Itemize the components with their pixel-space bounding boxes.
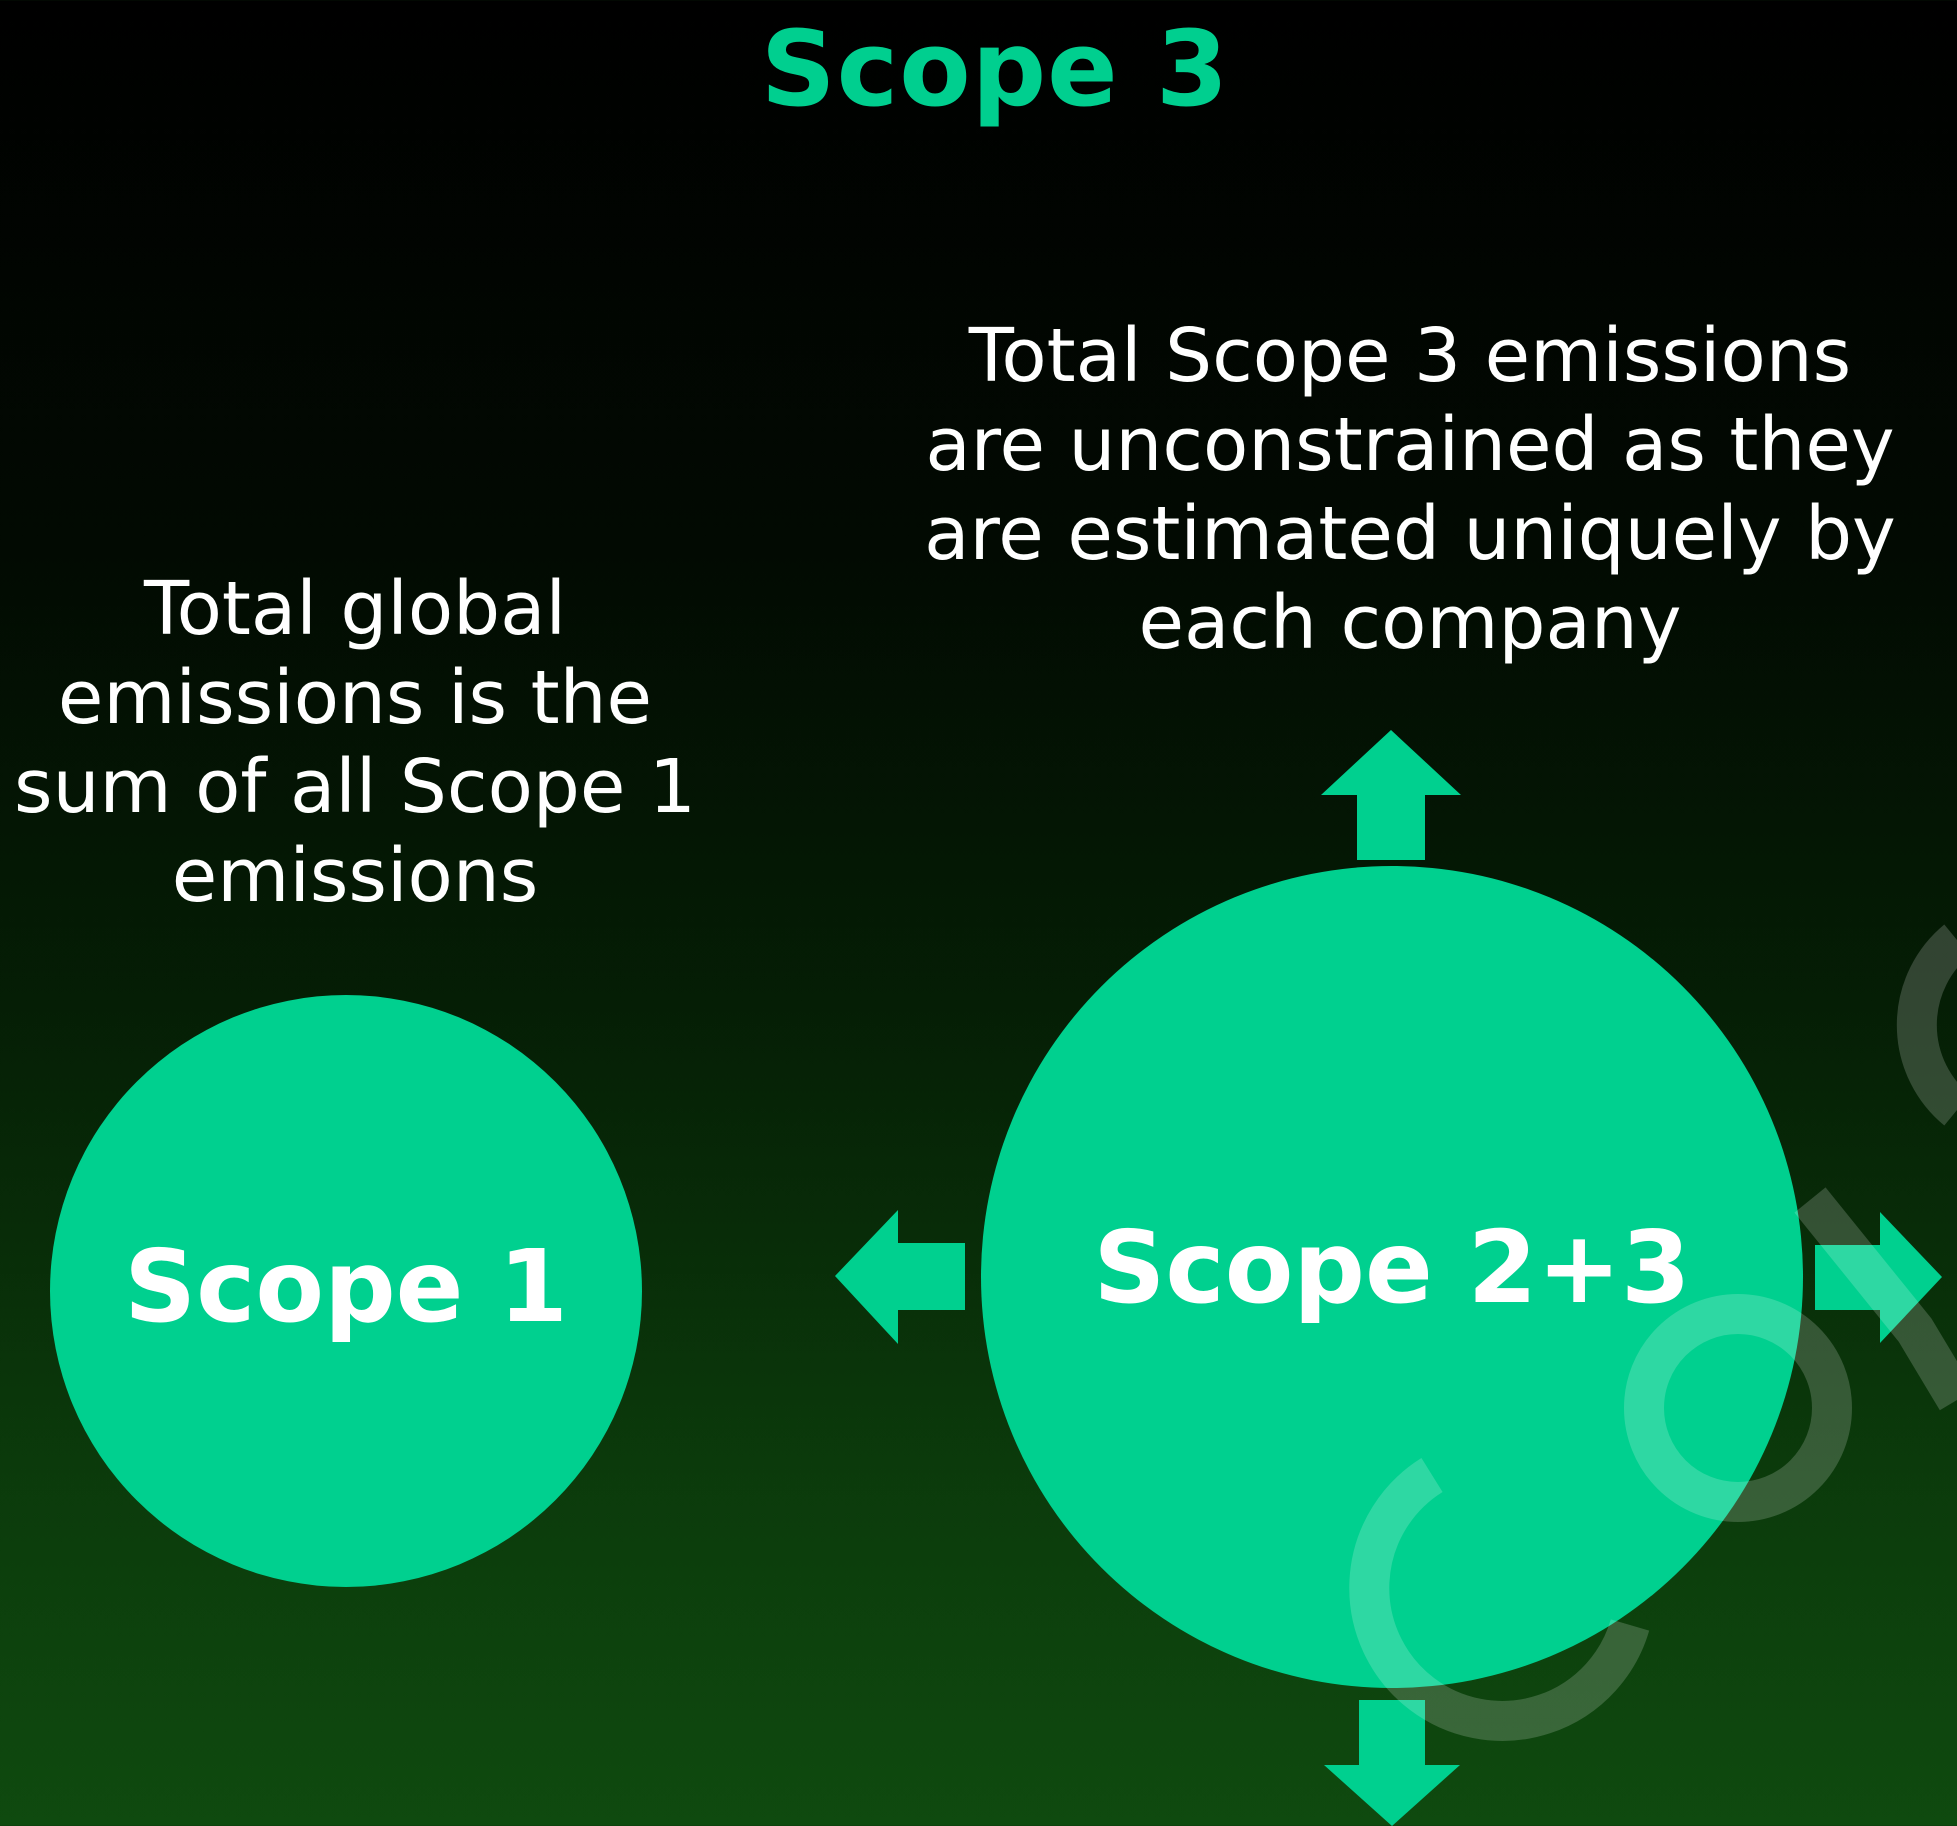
scope23-label: Scope 2+3 [1093, 1208, 1691, 1326]
scope23-circle: Scope 2+3 [981, 866, 1803, 1688]
scope1-caption: Total global emissions is the sum of all… [14, 566, 696, 919]
scope1-label: Scope 1 [124, 1227, 568, 1345]
arrow-down-icon [1324, 1700, 1460, 1826]
arrow-up-icon [1321, 730, 1461, 860]
arrow-left-icon [835, 1210, 965, 1344]
scope3-caption: Total Scope 3 emissions are unconstraine… [924, 313, 1896, 666]
slide-title: Scope 3 [760, 8, 1230, 130]
scope1-circle: Scope 1 [50, 995, 642, 1587]
arrow-right-icon [1815, 1212, 1942, 1343]
